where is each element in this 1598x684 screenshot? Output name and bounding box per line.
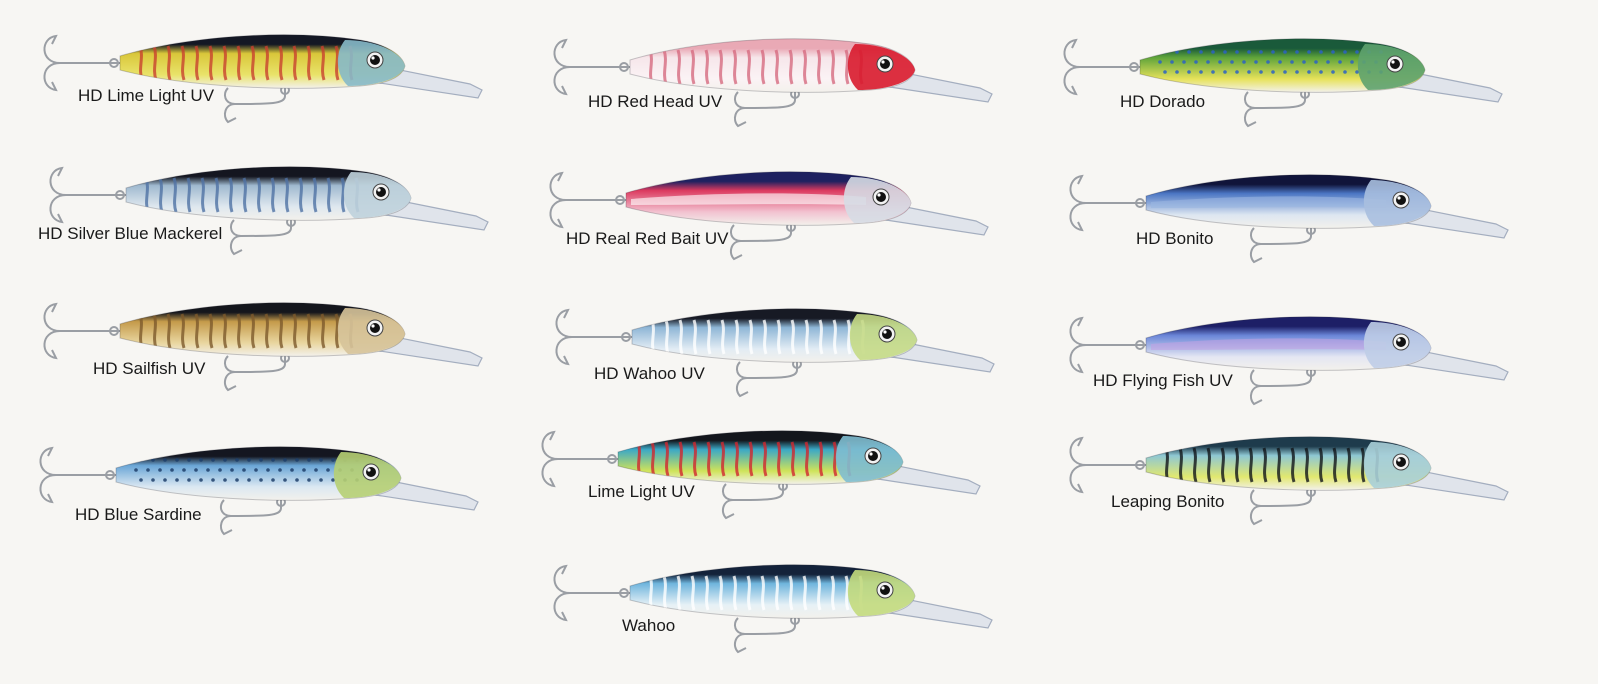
- lure-label: Wahoo: [622, 616, 676, 635]
- rear-hook: [541, 430, 618, 488]
- lure-image: [541, 430, 981, 520]
- lure-label: HD Flying Fish UV: [1093, 371, 1233, 390]
- lure-item: HD Silver Blue Mackerel: [36, 150, 516, 280]
- lure-label: HD Lime Light UV: [78, 86, 215, 105]
- belly-hook: [721, 480, 788, 520]
- eye-icon: [1392, 453, 1410, 471]
- eye-icon: [362, 463, 380, 481]
- rear-hook: [1063, 38, 1140, 96]
- lure-pattern: [631, 193, 866, 205]
- eye-icon: [366, 51, 384, 69]
- lure-image: [553, 564, 993, 654]
- rear-hook: [43, 34, 120, 92]
- belly-hook: [223, 84, 290, 124]
- belly-hook: [1243, 88, 1310, 128]
- rear-hook: [1069, 316, 1146, 374]
- lure-image: [49, 166, 489, 256]
- eye-icon: [1392, 191, 1410, 209]
- lure-label: HD Bonito: [1136, 229, 1214, 248]
- eye-icon: [1386, 55, 1404, 73]
- lure-label: Lime Light UV: [588, 482, 695, 501]
- lure-label: HD Dorado: [1120, 92, 1206, 111]
- belly-hook: [1249, 366, 1316, 406]
- eye-icon: [872, 188, 890, 206]
- lure-item: HD Red Head UV: [540, 22, 1020, 152]
- rear-hook: [549, 171, 626, 229]
- belly-hook: [733, 88, 800, 128]
- lure-pattern: [1151, 196, 1386, 208]
- lure-item: HD Lime Light UV: [30, 18, 510, 148]
- rear-hook: [553, 564, 630, 622]
- eye-icon: [372, 183, 390, 201]
- lure-image: [1069, 316, 1509, 406]
- lure-item: Wahoo: [540, 548, 1020, 678]
- lure-label: HD Wahoo UV: [594, 364, 705, 383]
- lure-label: Leaping Bonito: [1111, 492, 1225, 511]
- belly-hook: [735, 358, 802, 398]
- eye-icon: [878, 325, 896, 343]
- belly-hook: [733, 614, 800, 654]
- rear-hook: [1069, 436, 1146, 494]
- belly-hook: [1249, 224, 1316, 264]
- lure-image: [555, 308, 995, 398]
- lure-image: [43, 34, 483, 124]
- belly-hook: [729, 221, 796, 261]
- belly-hook: [219, 496, 286, 536]
- eye-icon: [864, 447, 882, 465]
- lure-pattern: [648, 575, 864, 611]
- rear-hook: [49, 166, 126, 224]
- lure-item: HD Flying Fish UV: [1056, 300, 1536, 430]
- rear-hook: [43, 302, 120, 360]
- eye-icon: [366, 319, 384, 337]
- lure-item: HD Wahoo UV: [542, 292, 1022, 422]
- lure-image: [43, 302, 483, 392]
- belly-hook: [229, 216, 296, 256]
- rear-hook: [1069, 174, 1146, 232]
- lure-image: [553, 38, 993, 128]
- lure-item: Leaping Bonito: [1056, 420, 1536, 550]
- lure-label: HD Sailfish UV: [93, 359, 206, 378]
- lure-image: [1069, 174, 1509, 264]
- lure-pattern: [144, 177, 360, 213]
- lure-item: HD Sailfish UV: [30, 286, 510, 416]
- lure-image: [1069, 436, 1509, 526]
- lure-label: HD Red Head UV: [588, 92, 723, 111]
- eye-icon: [876, 55, 894, 73]
- lure-item: HD Blue Sardine: [26, 430, 506, 560]
- lure-image: [39, 446, 479, 536]
- rear-hook: [553, 38, 630, 96]
- rear-hook: [555, 308, 632, 366]
- belly-hook: [1249, 486, 1316, 526]
- lure-item: HD Real Red Bait UV: [536, 155, 1016, 285]
- lure-label: HD Silver Blue Mackerel: [38, 224, 223, 243]
- lure-item: HD Dorado: [1050, 22, 1530, 152]
- lure-pattern: [1151, 338, 1386, 350]
- rear-hook: [39, 446, 116, 504]
- eye-icon: [1392, 333, 1410, 351]
- belly-hook: [223, 352, 290, 392]
- lure-image: [1063, 38, 1503, 128]
- eye-icon: [876, 581, 894, 599]
- lure-label: HD Blue Sardine: [75, 505, 202, 524]
- lure-label: HD Real Red Bait UV: [566, 229, 729, 248]
- lure-item: Lime Light UV: [528, 414, 1008, 544]
- lure-item: HD Bonito: [1056, 158, 1536, 288]
- lure-image: [549, 171, 989, 261]
